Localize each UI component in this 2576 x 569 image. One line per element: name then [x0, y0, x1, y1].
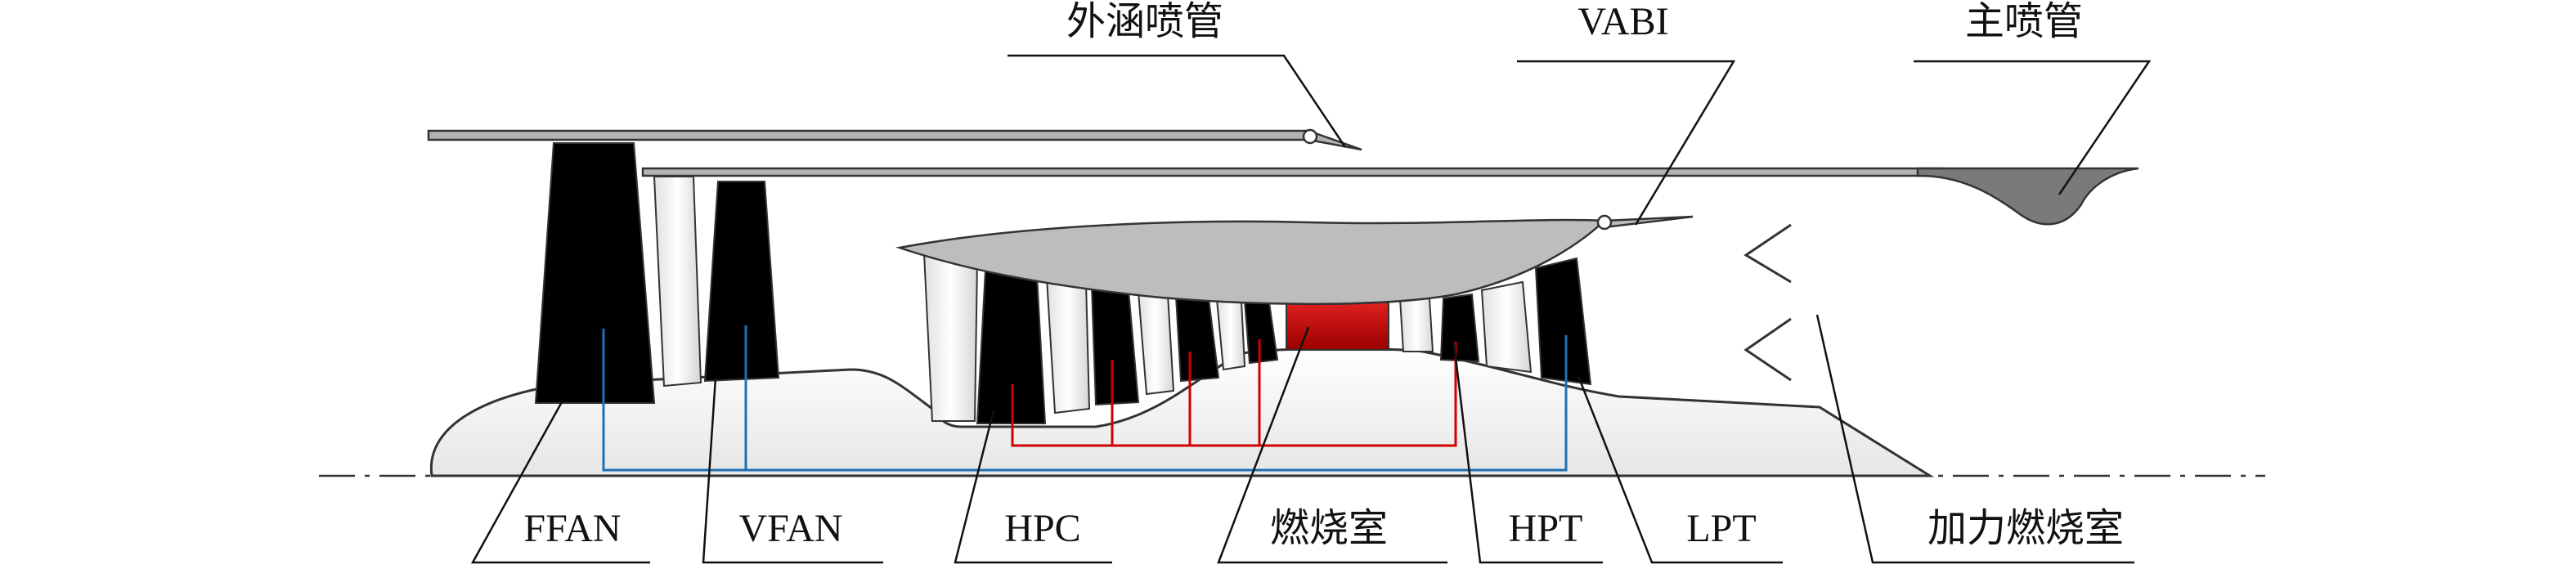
label-hpc: HPC — [1004, 507, 1080, 550]
vabi-hinge — [1596, 214, 1613, 231]
hpc-rotor-3 — [1174, 294, 1220, 383]
hpc-stator-3 — [1137, 290, 1175, 396]
leader-bypass-nozzle — [1008, 54, 1347, 148]
hpc-rotor-2 — [1090, 284, 1140, 406]
flameholder-upper — [1744, 223, 1792, 284]
vfan-blade — [703, 181, 780, 383]
hpc-stator-4 — [1215, 298, 1246, 371]
label-vabi: VABI — [1577, 0, 1668, 43]
inner-casing — [641, 167, 1945, 177]
hpc-rotor-4 — [1243, 299, 1279, 365]
label-hpt: HPT — [1509, 507, 1583, 550]
flameholder-lower — [1744, 317, 1792, 382]
label-lpt: LPT — [1686, 507, 1756, 550]
vabi-flap — [1603, 215, 1694, 229]
fan-stator — [653, 176, 702, 388]
hp-shaft — [1011, 342, 1457, 447]
hpt-rotor — [1439, 293, 1480, 363]
label-bypass-nozzle: 外涵喷管 — [1066, 0, 1223, 43]
label-vfan: VFAN — [738, 507, 842, 550]
main-nozzle — [1916, 167, 2139, 226]
ffan-blade — [534, 142, 656, 404]
label-combustor: 燃烧室 — [1270, 507, 1388, 550]
outer-nacelle — [427, 129, 1310, 141]
label-ffan: FFAN — [523, 507, 621, 550]
leader-vabi — [1517, 60, 1736, 226]
leader-combustor — [1217, 326, 1447, 564]
lp-shaft — [602, 329, 1568, 472]
bypass-nozzle-hinge — [1302, 128, 1318, 145]
lpt-stator — [1480, 280, 1533, 374]
lpt-rotor — [1534, 257, 1592, 386]
leader-hpc — [954, 410, 1112, 564]
vabi-core-cowl — [895, 218, 1608, 306]
leader-lpt — [1577, 375, 1783, 564]
leader-main-nozzle — [1914, 60, 2152, 195]
leader-hpt — [1452, 343, 1603, 564]
hpc-stator-1 — [922, 252, 979, 422]
hpt-stator — [1398, 298, 1434, 352]
leader-afterburner — [1815, 314, 2134, 564]
leader-vfan — [702, 377, 883, 564]
hpc-stator-2 — [1045, 276, 1091, 414]
label-main-nozzle: 主喷管 — [1965, 0, 2083, 43]
label-afterburner: 加力燃烧室 — [1928, 507, 2124, 550]
leader-ffan — [470, 400, 650, 564]
